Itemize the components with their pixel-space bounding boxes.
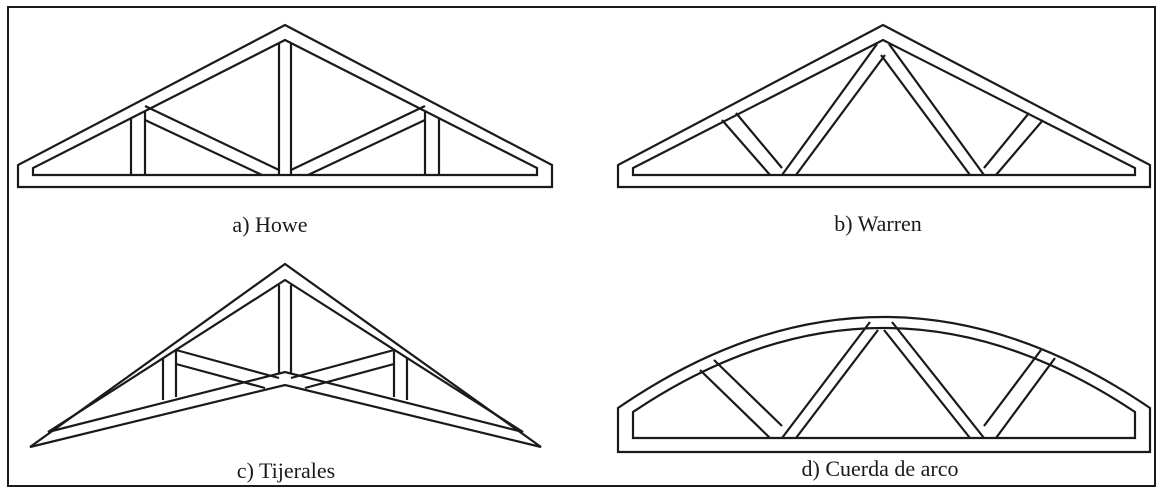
howe-left-post xyxy=(129,112,147,175)
howe-left-diagonal xyxy=(144,105,280,176)
bowstring-inner-arch xyxy=(631,326,1137,440)
bowstring-outer-arch xyxy=(616,316,1152,454)
scissors-truss xyxy=(29,262,542,449)
warren-right-long-diagonal xyxy=(880,43,985,176)
caption-warren: b) Warren xyxy=(834,211,922,236)
scissors-outer-chord xyxy=(29,262,542,449)
warren-inner-chord xyxy=(631,38,1137,177)
bowstring-right-short-diagonal xyxy=(983,349,1056,439)
howe-right-post xyxy=(423,112,441,175)
howe-king-post xyxy=(277,43,293,175)
warren-left-short-diagonal xyxy=(721,112,783,176)
caption-cuerda-de-arco: d) Cuerda de arco xyxy=(801,456,959,481)
scissors-left-post xyxy=(161,350,178,400)
scissors-left-tie xyxy=(175,348,280,390)
warren-truss xyxy=(616,23,1152,189)
scissors-right-tie xyxy=(290,348,395,390)
scissors-king-post xyxy=(277,285,293,374)
warren-left-long-diagonal xyxy=(781,43,886,176)
warren-outer-chord xyxy=(616,23,1152,189)
scissors-top-inner xyxy=(47,278,524,433)
bowstring-truss xyxy=(616,316,1152,454)
warren-right-short-diagonal xyxy=(983,112,1044,176)
howe-truss xyxy=(16,23,554,189)
howe-right-diagonal xyxy=(290,105,426,176)
caption-tijerales: c) Tijerales xyxy=(236,458,336,483)
howe-outer-chord xyxy=(16,23,554,189)
caption-howe: a) Howe xyxy=(232,212,308,237)
bowstring-right-long-diagonal xyxy=(883,321,985,439)
scissors-bottom-inner xyxy=(47,370,524,434)
bowstring-left-long-diagonal xyxy=(781,321,879,439)
scissors-right-post xyxy=(392,350,409,400)
howe-inner-chord xyxy=(31,38,539,177)
bowstring-left-short-diagonal xyxy=(699,359,783,439)
